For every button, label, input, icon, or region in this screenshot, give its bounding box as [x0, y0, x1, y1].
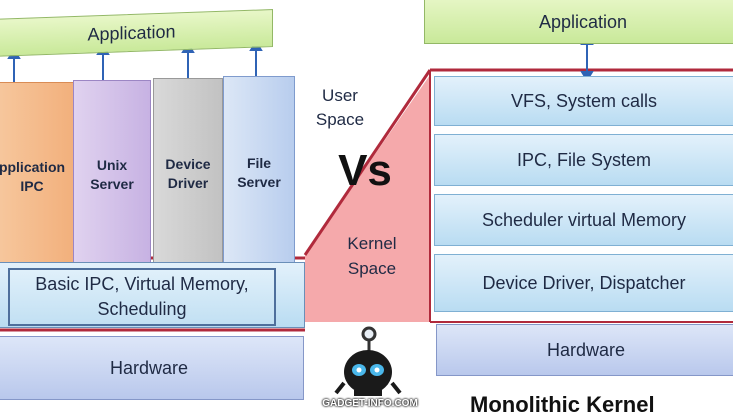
micro-service-label: Unix Server	[90, 157, 134, 192]
mono-layer-ipc: IPC, File System	[434, 134, 733, 186]
kernel-space-region	[305, 75, 430, 322]
micro-service-label: Device Driver	[165, 156, 211, 191]
mono-layer-label: VFS, System calls	[510, 90, 658, 111]
mono-title: Monolithic Kernel	[470, 392, 655, 417]
watermark-text: GADGET-INFO.COM	[322, 398, 418, 409]
mono-layer-label: Device Driver, Dispatcher	[482, 272, 686, 293]
micro-hardware-box: Hardware	[0, 336, 304, 400]
micro-service-file-server: File Server	[223, 76, 295, 270]
mono-layer-vfs: VFS, System calls	[434, 76, 733, 126]
micro-service-label: pplication IPC	[0, 159, 66, 194]
micro-kernel-label: Basic IPC, Virtual Memory, Scheduling	[35, 273, 249, 319]
user-space-label: User Space	[315, 86, 365, 129]
micro-service-unix-server: Unix Server	[73, 80, 151, 270]
mono-layer-device-driver: Device Driver, Dispatcher	[434, 254, 733, 312]
mono-application-label: Application	[538, 11, 628, 32]
mono-hardware-label: Hardware	[546, 339, 626, 360]
mono-layer-scheduler: Scheduler virtual Memory	[434, 194, 733, 246]
mono-layer-label: IPC, File System	[516, 149, 652, 170]
vs-label: Vs	[338, 146, 392, 195]
mono-application-box: Application	[424, 0, 733, 44]
kernel-space-label: Kernel Space	[347, 234, 397, 278]
mono-layer-label: Scheduler virtual Memory	[481, 209, 687, 230]
micro-service-label: File Server	[237, 155, 281, 190]
kernel-boundary-diagonal	[303, 69, 432, 256]
micro-kernel-inner-box: Basic IPC, Virtual Memory, Scheduling	[8, 268, 276, 326]
micro-service-device-driver: Device Driver	[153, 78, 223, 270]
mono-hardware-box: Hardware	[436, 324, 733, 376]
micro-hardware-label: Hardware	[109, 357, 189, 378]
